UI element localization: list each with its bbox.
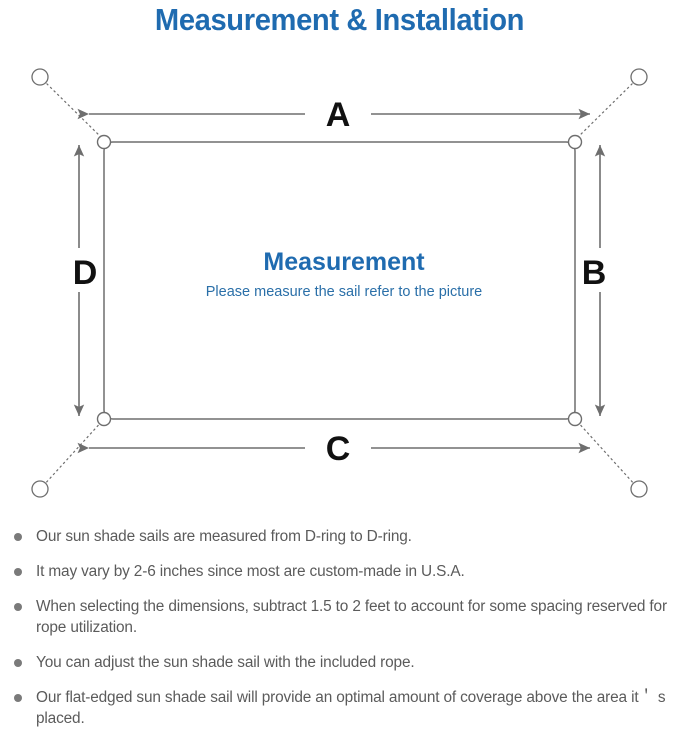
note-item: When selecting the dimensions, subtract … [12, 596, 672, 638]
note-item: You can adjust the sun shade sail with t… [12, 652, 672, 673]
dimension-d: D [73, 145, 98, 416]
d-ring-top-left [96, 134, 112, 150]
notes-list: Our sun shade sails are measured from D-… [12, 526, 672, 729]
d-ring-bottom-right [567, 411, 583, 427]
bullet-icon [14, 568, 22, 576]
d-rings [96, 134, 583, 427]
page-title: Measurement & Installation [154, 2, 525, 37]
shade-sail-body [103, 141, 576, 420]
d-ring-top-right [567, 134, 583, 150]
note-text: Our sun shade sails are measured from D-… [36, 528, 412, 545]
note-text: It may vary by 2-6 inches since most are… [36, 563, 465, 580]
note-text: When selecting the dimensions, subtract … [36, 598, 667, 636]
anchor-points [31, 68, 648, 498]
note-text: You can adjust the sun shade sail with t… [36, 654, 415, 671]
measurement-diagram: A C D B Measurement Please measure the s… [0, 52, 679, 512]
dimension-a: A [77, 96, 590, 134]
dimension-label-a: A [326, 96, 351, 134]
note-item: It may vary by 2-6 inches since most are… [12, 561, 672, 582]
bullet-icon [14, 533, 22, 541]
note-text: Our flat-edged sun shade sail will provi… [36, 689, 666, 727]
dimension-b: B [582, 145, 607, 416]
rope-line-bottom-right [574, 418, 637, 487]
bullet-icon [14, 694, 22, 702]
dimension-label-b: B [582, 254, 607, 292]
measurement-diagram-svg: A C D B Measurement Please measure the s… [31, 68, 648, 498]
rope-line-top-right [574, 79, 637, 141]
diagram-center-subtitle: Please measure the sail refer to the pic… [206, 284, 482, 300]
note-item: Our flat-edged sun shade sail will provi… [12, 687, 672, 729]
note-item: Our sun shade sails are measured from D-… [12, 526, 672, 547]
anchor-point-top-left [31, 68, 49, 86]
bullet-icon [14, 659, 22, 667]
rope-lines [42, 79, 637, 487]
bullet-icon [14, 603, 22, 611]
anchor-point-bottom-right [630, 480, 648, 498]
dimension-label-c: C [326, 430, 351, 468]
dimension-label-d: D [73, 254, 98, 292]
rope-line-top-left [42, 79, 105, 141]
dimension-c: C [77, 430, 590, 468]
diagram-center-title: Measurement [263, 248, 425, 276]
rope-line-bottom-left [42, 418, 105, 487]
anchor-point-bottom-left [31, 480, 49, 498]
d-ring-bottom-left [96, 411, 112, 427]
anchor-point-top-right [630, 68, 648, 86]
